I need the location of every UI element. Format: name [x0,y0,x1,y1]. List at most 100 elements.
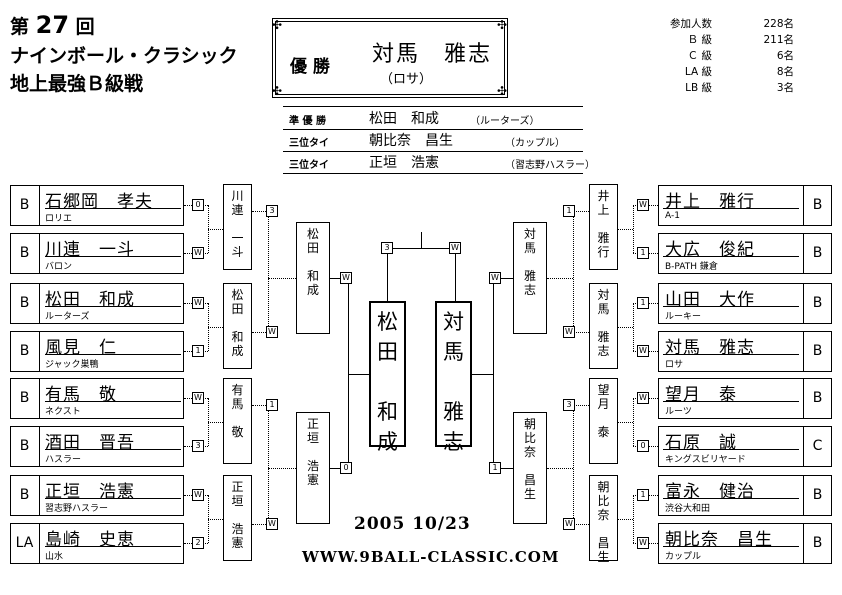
score-box: W [563,518,575,530]
score-box: W [563,326,575,338]
event-title-line1: 第 27 回 [10,13,95,40]
score-box: W [637,537,649,549]
player-team: B-PATH 鎌倉 [665,262,718,272]
score-box: W [449,242,461,254]
final-right-name: 対 馬 雅 志 [443,310,464,454]
bracket-box: 正 垣 浩 憲 [223,475,252,561]
result-player-name: 正垣 浩憲 [369,155,439,171]
bracket-line [268,405,269,524]
bracket-line [618,519,633,520]
player-name: 富永 健治 [665,482,755,502]
player-team: 渋谷大和田 [665,504,711,514]
title-suffix: 回 [75,16,95,38]
player-class: B [19,295,30,311]
player-class: B [812,487,823,503]
card-divider [803,284,804,323]
bracket-player-name: 松 田 和 成 [231,288,244,358]
player-name: 有馬 敬 [45,385,117,405]
card-divider [803,476,804,515]
stat-value: 3名 [776,82,794,94]
card-divider [39,186,40,225]
stat-label: Ｃ 級 [687,50,712,62]
bracket-line [208,327,223,328]
player-name: 松田 和成 [45,290,135,310]
bracket-line [387,248,455,249]
score-box: W [266,518,278,530]
score-box: 1 [637,247,649,259]
score-box: 1 [637,297,649,309]
result-row: 三位タイ正垣 浩憲（習志野ハスラー） [283,152,595,172]
result-divider [283,129,583,130]
stat-value: 228名 [763,18,794,30]
score-box: 3 [192,440,204,452]
player-name: 石郷岡 孝夫 [45,192,153,212]
name-underline [45,354,181,355]
score-box: W [192,297,204,309]
bracket-line [252,211,268,212]
player-class: B [812,535,823,551]
score-box: 3 [563,399,575,411]
bracket-box: 松 田 和 成 [223,283,252,369]
stat-label: LA 級 [684,66,712,78]
player-name: 島崎 史恵 [45,530,135,550]
player-class: B [19,438,30,454]
stat-label: Ｂ 級 [687,34,712,46]
player-class: B [812,197,823,213]
score-box: W [192,247,204,259]
bracket-line [208,519,223,520]
name-underline [663,256,799,257]
bracket-line [573,524,589,525]
player-name: 正垣 浩憲 [45,482,135,502]
card-divider [39,332,40,371]
card-divider [39,234,40,273]
score-box: 1 [266,399,278,411]
player-team: 習志野ハスラー [45,504,109,514]
bracket-line [455,248,456,301]
player-class: B [19,197,30,213]
bracket-line [208,422,223,423]
player-team: キングスビリヤード [665,455,746,465]
stat-row: Ｂ 級 211名 [640,32,794,48]
ornament-corner-icon: ✣ [272,18,282,32]
name-underline [663,306,799,307]
bracket-line [268,468,296,469]
name-underline [45,306,181,307]
ornament-corner-icon: ✣ [496,84,507,98]
player-name: 大広 俊紀 [665,240,755,260]
bracket-player-name: 朝 比 奈 昌 生 [523,417,536,501]
score-box: W [637,199,649,211]
score-box: W [340,272,352,284]
player-class: B [19,245,30,261]
bracket-line [633,398,634,446]
player-class: B [19,390,30,406]
result-divider [283,173,583,174]
stat-value: 6名 [776,50,794,62]
bracket-line [268,278,296,279]
player-class: B [812,295,823,311]
result-rank-label: 三位タイ [289,138,329,149]
bracket-line [573,332,589,333]
stat-value: 8名 [776,66,794,78]
score-box: 0 [340,462,352,474]
bracket-player-name: 井 上 雅 行 [597,189,610,259]
name-underline [45,546,181,547]
website-url: WWW.9BALL-CLASSIC.COM [302,548,560,566]
bracket-line [330,468,348,469]
bracket-box: 対 馬 雅 志 [589,283,618,369]
player-team: ハスラー [45,455,82,465]
score-box: 0 [637,440,649,452]
name-underline [45,256,181,257]
player-team: ルーキー [665,312,702,322]
stat-row: LA 級 8名 [640,64,794,80]
result-rank-label: 三位タイ [289,160,329,171]
champion-box: 優 勝 対馬 雅志 （ロサ） ✣ ✣ ✣ ✣ [272,18,508,98]
stat-value: 211名 [763,34,794,46]
name-underline [663,208,799,209]
